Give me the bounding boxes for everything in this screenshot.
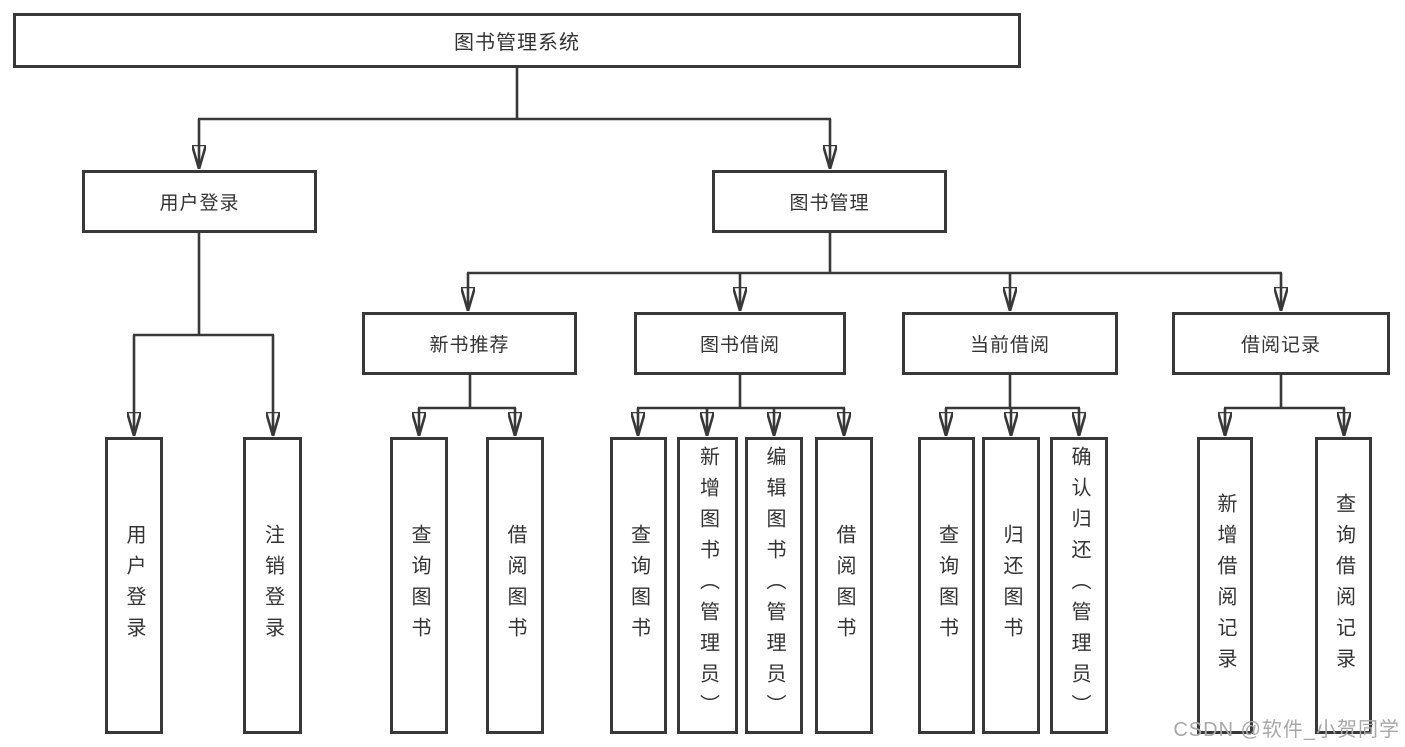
node-label: 图书管理系统 <box>454 32 580 54</box>
leaf-label: 用户登录 <box>123 523 145 648</box>
leaf-label: 查询图书 <box>935 523 958 648</box>
node-label: 当前借阅 <box>969 335 1050 356</box>
node-book-management: 图书管理 <box>712 170 947 233</box>
leaf-query-books-recommend: 查询图书 <box>390 437 448 734</box>
leaf-user-login: 用户登录 <box>105 437 163 734</box>
leaf-label: 编辑图书（管理员） <box>763 446 785 725</box>
leaf-label: 借阅图书 <box>833 523 855 648</box>
leaf-label: 查询图书 <box>408 523 430 648</box>
node-current-borrowing: 当前借阅 <box>902 312 1118 375</box>
leaf-borrow-books: 借阅图书 <box>815 437 873 734</box>
leaf-edit-books-admin: 编辑图书（管理员） <box>745 437 803 734</box>
node-book-borrowing: 图书借阅 <box>634 312 846 375</box>
watermark: CSDN @软件_小贺同学 <box>1173 719 1400 741</box>
leaf-add-borrow-record: 新增借阅记录 <box>1197 437 1253 734</box>
leaf-query-books-current: 查询图书 <box>918 437 975 734</box>
node-label: 图书管理 <box>789 193 870 214</box>
leaf-label: 确认归还（管理员） <box>1068 446 1090 725</box>
leaf-query-borrow-record: 查询借阅记录 <box>1315 437 1372 734</box>
node-borrowing-records: 借阅记录 <box>1172 312 1390 375</box>
node-new-book-recommendation: 新书推荐 <box>362 312 577 375</box>
leaf-return-books: 归还图书 <box>982 437 1040 734</box>
leaf-label: 新增借阅记录 <box>1214 492 1236 679</box>
leaf-label: 查询借阅记录 <box>1332 492 1355 679</box>
leaf-label: 查询图书 <box>627 523 650 648</box>
node-library-system: 图书管理系统 <box>13 13 1021 68</box>
leaf-borrow-books-recommend: 借阅图书 <box>486 437 544 734</box>
node-label: 用户登录 <box>159 193 240 214</box>
leaf-label: 新增图书（管理员） <box>696 446 719 725</box>
leaf-label: 借阅图书 <box>504 523 526 648</box>
node-label: 新书推荐 <box>429 335 510 356</box>
leaf-confirm-return-admin: 确认归还（管理员） <box>1050 437 1108 734</box>
node-label: 图书借阅 <box>699 335 780 356</box>
leaf-query-books-borrowing: 查询图书 <box>610 437 667 734</box>
node-user-login: 用户登录 <box>82 170 317 233</box>
leaf-add-books-admin: 新增图书（管理员） <box>677 437 738 734</box>
node-label: 借阅记录 <box>1240 335 1321 356</box>
leaf-label: 归还图书 <box>1000 523 1022 648</box>
leaf-label: 注销登录 <box>261 523 284 648</box>
leaf-logout: 注销登录 <box>243 437 302 734</box>
